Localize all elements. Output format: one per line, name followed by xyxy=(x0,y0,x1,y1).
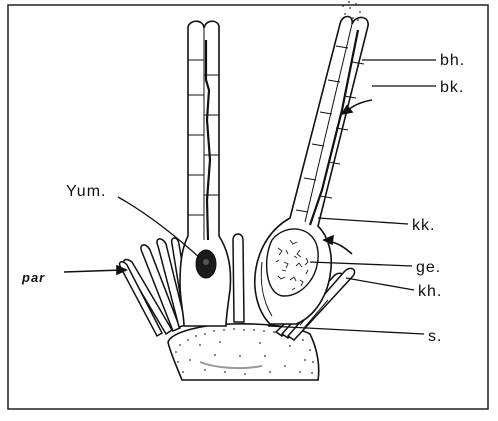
arrow-par xyxy=(64,266,126,274)
archegonium-left xyxy=(180,21,231,326)
leader-kk xyxy=(318,218,408,224)
label-yum: Yum. xyxy=(66,183,106,200)
label-kh: kh. xyxy=(418,283,442,300)
label-ge: ge. xyxy=(416,259,441,276)
label-par: par xyxy=(21,270,45,285)
label-bk: bk. xyxy=(440,79,464,96)
label-s: s. xyxy=(428,328,442,345)
leader-kh xyxy=(346,278,414,290)
label-bh: bh. xyxy=(440,52,465,69)
label-kk: kk. xyxy=(412,217,435,234)
